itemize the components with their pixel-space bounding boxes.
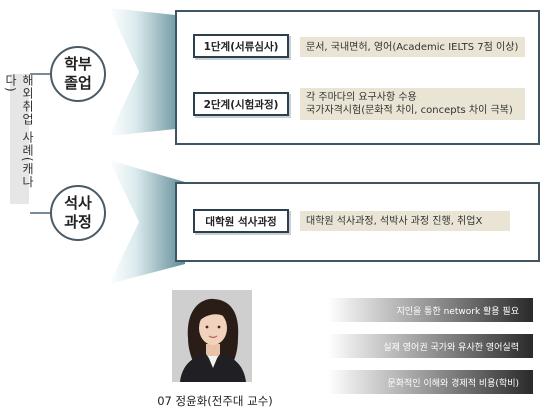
stage2-box: 2단계(시험과정) <box>193 92 289 116</box>
side-label: 해외취업 사례(캐나다) <box>4 74 35 204</box>
stage1-title: 1단계(서류심사) <box>203 40 279 53</box>
masters-stage-box: 대학원 석사과정 <box>193 209 289 233</box>
masters-stage-title: 대학원 석사과정 <box>205 215 277 228</box>
undergrad-circle-label: 학부 졸업 <box>64 55 92 92</box>
undergrad-frame <box>175 10 540 145</box>
photo-caption: 07 정윤화(전주대 교수) <box>157 394 273 408</box>
factor-bar-3-text: 문화적인 이해와 경제적 비용(학비) <box>387 378 519 389</box>
factor-bar-1-text: 지인을 통한 network 활용 필요 <box>396 306 519 317</box>
stage2-desc: 각 주마다의 요구사항 수용 국가자격시험(문화적 차이, concepts 차… <box>300 88 525 120</box>
factor-bar-2: 실제 영어권 국가와 유사한 영어실력 <box>328 334 533 358</box>
connector-line-bottom <box>30 212 52 214</box>
connector-line-top <box>30 73 52 75</box>
masters-stage-desc-text: 대학원 석사과정, 석박사 과정 진행, 취업X <box>306 215 483 227</box>
stage1-desc: 문서, 국내면허, 영어(Academic IELTS 7점 이상) <box>300 37 525 57</box>
factor-bar-1: 지인을 통한 network 활용 필요 <box>328 298 533 322</box>
masters-circle-label: 석사 과정 <box>64 194 92 231</box>
undergrad-circle: 학부 졸업 <box>50 46 106 102</box>
stage1-desc-line: 문서, 국내면허, 영어(Academic IELTS 7점 이상) <box>306 41 519 53</box>
funnel-arrow-top <box>109 8 185 136</box>
side-label-text: 해외취업 사례(캐나다) <box>3 74 35 189</box>
masters-circle: 석사 과정 <box>50 185 106 241</box>
masters-stage-desc: 대학원 석사과정, 석박사 과정 진행, 취업X <box>300 211 510 231</box>
stage1-box: 1단계(서류심사) <box>193 34 289 58</box>
funnel-arrow-bottom <box>109 160 185 284</box>
stage2-title: 2단계(시험과정) <box>203 98 279 111</box>
stage2-desc-line-2: 국가자격시험(문화적 차이, concepts 차이 극복) <box>306 105 513 116</box>
factor-bar-3: 문화적인 이해와 경제적 비용(학비) <box>328 370 533 394</box>
person-photo-icon <box>172 290 252 382</box>
factor-bar-2-text: 실제 영어권 국가와 유사한 영어실력 <box>383 342 519 353</box>
stage2-desc-line-1: 각 주마다의 요구사항 수용 <box>306 92 417 103</box>
